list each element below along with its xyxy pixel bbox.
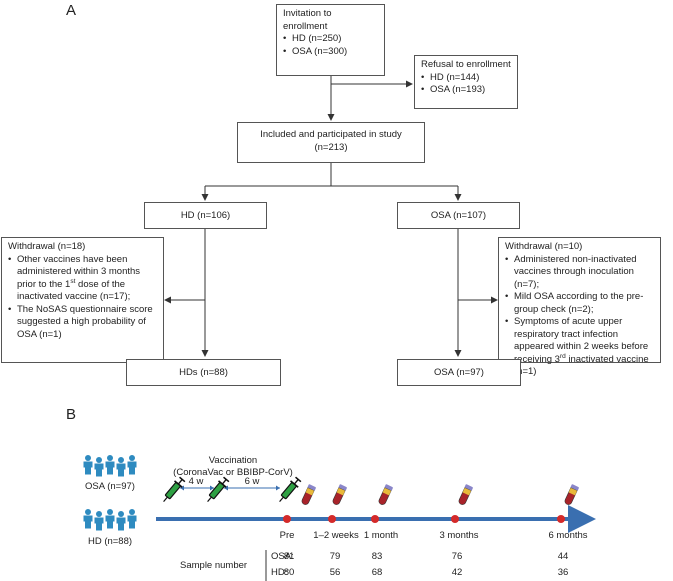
timepoint-marker-pre	[283, 515, 291, 523]
hd-people-label: HD (n=88)	[87, 536, 133, 547]
blood-tube-icon-1-month	[376, 483, 394, 507]
blood-tube-icon-1-2-weeks	[330, 483, 348, 507]
osa-withdrawal-item-1: Administered non-inactivated vaccines th…	[505, 254, 654, 292]
invitation-title: Invitation to enrollment	[283, 8, 332, 32]
osa-count-1-month: 83	[371, 551, 383, 562]
osa-final-label: OSA (n=97)	[434, 367, 484, 378]
hd-count-3-months: 42	[451, 567, 463, 578]
osa-final-box: OSA (n=97)	[397, 359, 521, 386]
hd-people-icon	[83, 509, 137, 531]
syringe-icon-dose-3	[274, 475, 303, 506]
hd-withdrawal-item-1: Other vaccines have been administered wi…	[8, 254, 157, 304]
osa-group-label: OSA (n=107)	[430, 210, 487, 221]
hd-count-pre: 80	[283, 567, 295, 578]
refusal-item-hd: HD (n=144)	[421, 72, 511, 85]
timepoint-label-1-2-weeks: 1–2 weeks	[313, 530, 359, 541]
osa-row-label: OSA:	[271, 551, 294, 562]
panel-label-a: A	[66, 2, 77, 19]
syringe-icon-dose-1	[158, 475, 187, 506]
osa-withdrawal-title: Withdrawal (n=10)	[505, 241, 583, 252]
sample-number-label: Sample number	[180, 560, 248, 571]
hd-withdrawal-item-2: The NoSAS questionnaire score suggested …	[8, 304, 157, 342]
hd-count-6-months: 36	[557, 567, 569, 578]
hd-withdrawal-title: Withdrawal (n=18)	[8, 241, 86, 252]
refusal-title: Refusal to enrollment	[421, 59, 511, 70]
hds-final-box: HDs (n=88)	[126, 359, 281, 386]
timepoint-label-6-months: 6 months	[548, 530, 588, 541]
included-box: Included and participated in study (n=21…	[237, 122, 425, 163]
vaccination-subtitle: (CoronaVac or BBIBP-CorV)	[173, 467, 293, 478]
osa-people-label: OSA (n=97)	[85, 481, 135, 492]
hd-count-1-month: 68	[371, 567, 383, 578]
osa-count-1-2-weeks: 79	[329, 551, 341, 562]
invitation-item-osa: OSA (n=300)	[283, 46, 378, 59]
invitation-item-hd: HD (n=250)	[283, 33, 378, 46]
timepoint-marker-1-month	[371, 515, 379, 523]
osa-people-icon	[83, 455, 137, 477]
timepoint-marker-1-2-weeks	[328, 515, 336, 523]
osa-withdrawal-item-3-text-b: inactivated vaccine (n=1)	[514, 353, 649, 378]
osa-withdrawal-item-3-sup: rd	[559, 352, 566, 360]
timepoint-marker-6-months	[557, 515, 565, 523]
blood-tube-icon-3-months	[456, 483, 474, 507]
osa-count-pre: 81	[283, 551, 295, 562]
osa-count-6-months: 44	[557, 551, 569, 562]
hd-withdrawal-item-1-text-a: Other vaccines have been administered wi…	[17, 253, 141, 290]
invitation-box: Invitation to enrollment HD (n=250) OSA …	[276, 4, 385, 76]
osa-count-3-months: 76	[451, 551, 463, 562]
refusal-item-osa: OSA (n=193)	[421, 84, 511, 97]
vaccination-title: Vaccination	[208, 455, 258, 466]
hd-row-label: HD:	[271, 567, 288, 578]
hd-withdrawal-box: Withdrawal (n=18) Other vaccines have be…	[1, 237, 164, 363]
blood-tube-icon-6-months	[562, 483, 580, 507]
included-line2: (n=213)	[314, 141, 348, 153]
hd-withdrawal-item-1-text-b: dose of the inactivated vaccine (n=17);	[17, 278, 131, 303]
timepoint-label-3-months: 3 months	[439, 530, 479, 541]
included-line1: Included and participated in study	[260, 129, 402, 140]
hd-count-1-2-weeks: 56	[329, 567, 341, 578]
syringe-icon-dose-2	[202, 475, 231, 506]
blood-tube-icon-pre	[299, 483, 317, 507]
osa-group-box: OSA (n=107)	[397, 202, 520, 229]
panel-label-b: B	[66, 406, 77, 423]
interval-label-6w: 6 w	[244, 476, 260, 487]
osa-withdrawal-item-3: Symptoms of acute upper respiratory trac…	[505, 316, 654, 379]
hd-group-label: HD (n=106)	[180, 210, 231, 221]
refusal-box: Refusal to enrollment HD (n=144) OSA (n=…	[414, 55, 518, 109]
osa-withdrawal-box: Withdrawal (n=10) Administered non-inact…	[498, 237, 661, 377]
osa-withdrawal-item-2: Mild OSA according to the pre-group chec…	[505, 291, 654, 316]
hds-final-label: HDs (n=88)	[179, 367, 228, 378]
timepoint-label-1-month: 1 month	[363, 530, 399, 541]
interval-label-4w: 4 w	[188, 476, 204, 487]
osa-withdrawal-item-3-text-a: Symptoms of acute upper respiratory trac…	[514, 316, 649, 365]
timepoint-marker-3-months	[451, 515, 459, 523]
timepoint-label-pre: Pre	[279, 530, 295, 541]
hd-group-box: HD (n=106)	[144, 202, 267, 229]
hd-withdrawal-item-1-sup: st	[70, 277, 76, 285]
